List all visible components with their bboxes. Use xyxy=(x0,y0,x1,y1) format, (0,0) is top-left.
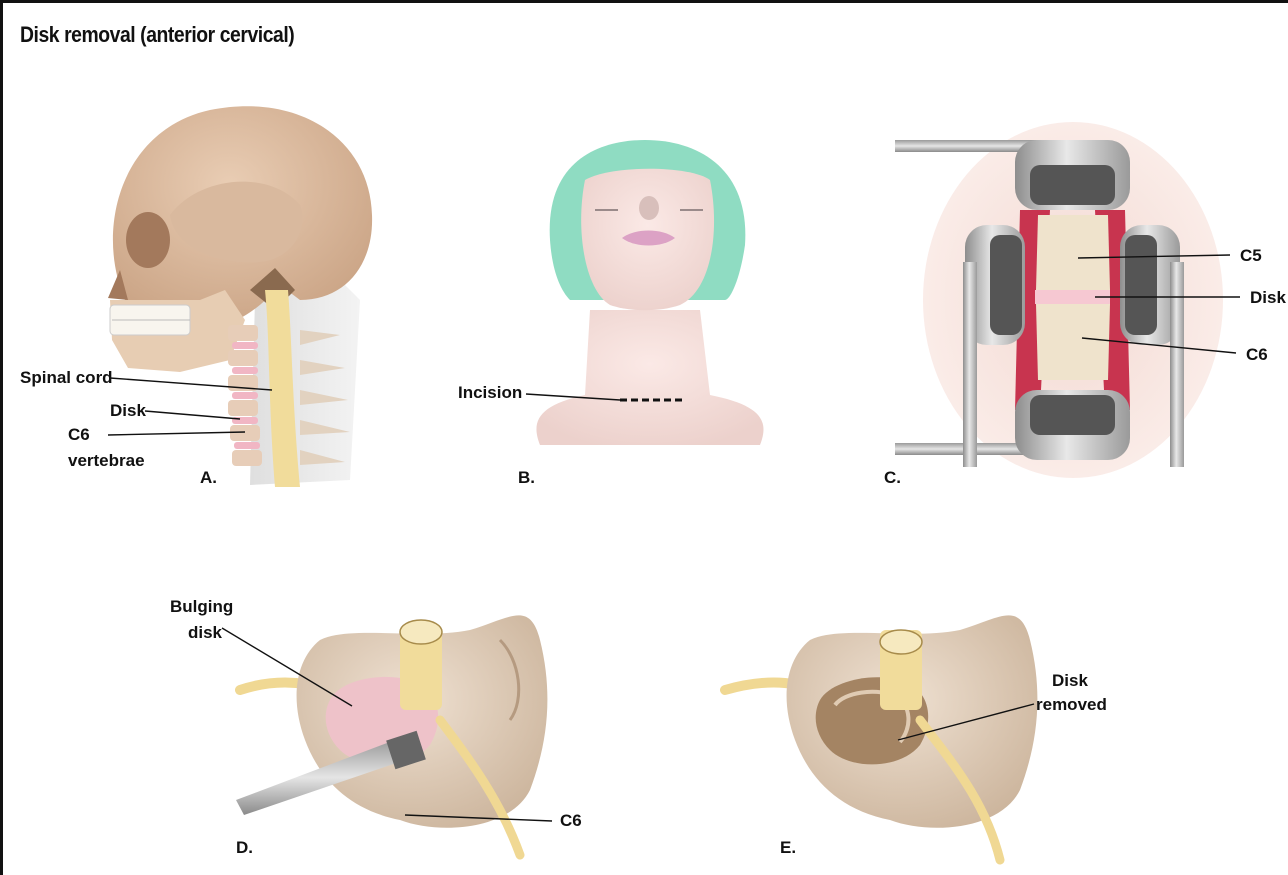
label-c6-c: C6 xyxy=(1246,345,1268,364)
label-c6-line1: C6 xyxy=(68,425,90,444)
label-c6-d: C6 xyxy=(560,811,582,830)
panel-letter-c: C. xyxy=(884,468,901,487)
label-bulging-line1: Bulging xyxy=(170,597,233,616)
panel-e-vertebra-illustration xyxy=(725,615,1037,860)
label-removed-line1: Disk xyxy=(1052,671,1088,690)
panel-letter-a: A. xyxy=(200,468,217,487)
label-bulging-line2: disk xyxy=(188,623,223,642)
panel-letter-d: D. xyxy=(236,838,253,857)
panel-b-face-illustration xyxy=(536,140,763,445)
label-removed-line2: removed xyxy=(1036,695,1107,714)
label-incision: Incision xyxy=(458,383,522,402)
label-c6-line2: vertebrae xyxy=(68,451,145,470)
panel-c-retractor-illustration xyxy=(895,122,1223,478)
panel-a-skull-illustration xyxy=(108,106,372,487)
panel-letter-b: B. xyxy=(518,468,535,487)
label-spinal-cord: Spinal cord xyxy=(20,368,113,387)
label-disk-c: Disk xyxy=(1250,288,1286,307)
label-disk-a: Disk xyxy=(110,401,146,420)
panel-letter-e: E. xyxy=(780,838,796,857)
label-c5: C5 xyxy=(1240,246,1262,265)
